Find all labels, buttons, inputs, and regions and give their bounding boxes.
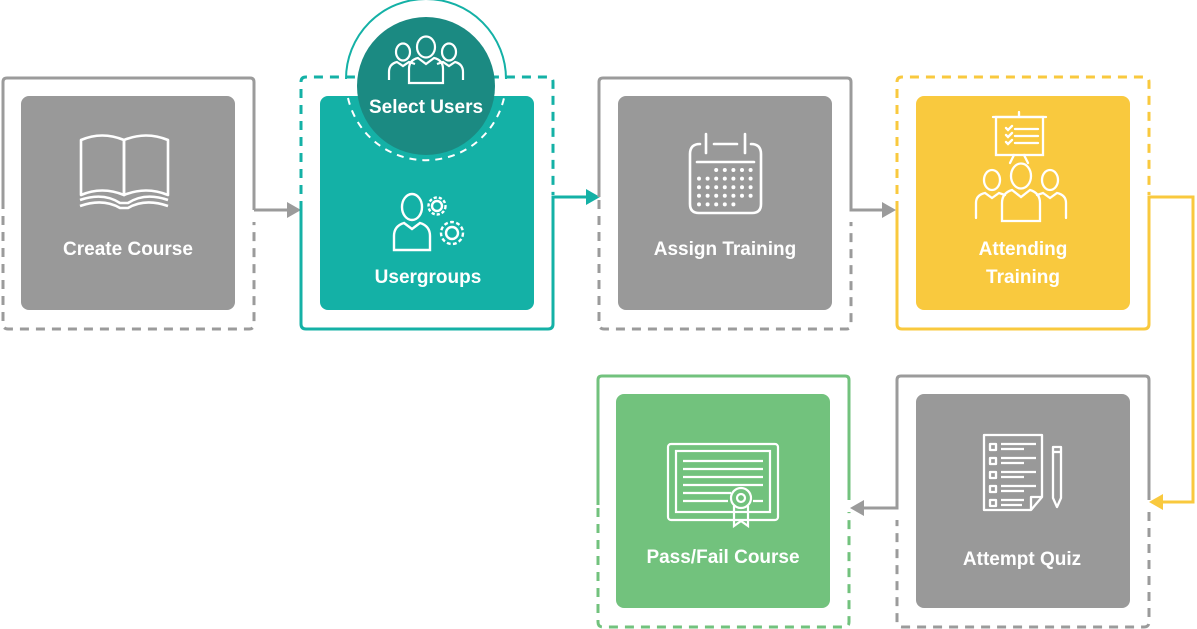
calendar-day-dot [705, 193, 710, 198]
frame-dashed [895, 75, 1151, 210]
open-book-icon [79, 134, 170, 210]
calendar-day-dot [740, 176, 744, 181]
calendar-day-dot [697, 176, 701, 181]
badge-dashed-ring [347, 97, 505, 162]
presentation-audience-icon [974, 110, 1068, 223]
step-label: Pass/Fail Course [646, 547, 799, 568]
step-usergroups[interactable]: Usergroups [299, 75, 590, 331]
arrow-head-icon [586, 189, 600, 205]
calendar-day-dot [731, 168, 736, 172]
frame-solid [299, 195, 590, 331]
arrow-head-icon [850, 500, 864, 516]
calendar-day-dot [697, 202, 701, 207]
calendar-day-dot [740, 193, 744, 198]
calendar-day-dot [748, 185, 753, 190]
step-label-line-2: Training [986, 267, 1060, 288]
calendar-day-dot [748, 168, 753, 172]
calendar-day-dot [731, 202, 736, 207]
select-users-badge[interactable]: Select Users [345, 0, 507, 162]
calendar-day-dot [705, 176, 710, 181]
badge-label: Select Users [369, 97, 483, 118]
calendar-day-dot [714, 185, 719, 190]
calendar-day-dot [705, 202, 710, 207]
arrow-head-icon [1149, 494, 1163, 510]
calendar-day-dot [714, 176, 719, 181]
arrow-head-icon [287, 202, 301, 218]
calendar-day-dot [705, 185, 710, 190]
calendar-day-dot [697, 185, 701, 190]
calendar-day-dot [731, 193, 736, 198]
step-label: Assign Training [654, 239, 797, 260]
user-gears-icon [392, 192, 465, 252]
badge-circle [357, 17, 495, 155]
calendar-day-dot [722, 176, 727, 181]
step-assign-training[interactable]: Assign Training [597, 76, 885, 331]
step-label: Usergroups [375, 267, 482, 288]
calendar-day-dot [714, 202, 719, 207]
calendar-day-dot [722, 168, 727, 172]
arrow-head-icon [882, 202, 896, 218]
calendar-day-dot [722, 193, 727, 198]
step-label-line-1: Attending [979, 239, 1068, 260]
step-attending-training[interactable]: Attending Training [895, 75, 1195, 504]
arrow-create-to-usergroups [254, 202, 301, 218]
user-group-icon [387, 35, 465, 85]
frame-solid [860, 374, 1151, 510]
calendar-day-dot [740, 168, 744, 172]
calendar-day-dot [714, 193, 719, 198]
calendar-day-dot [740, 185, 744, 190]
calendar-dots [697, 168, 753, 207]
badge-arc [345, 0, 507, 80]
step-attempt-quiz[interactable]: Attempt Quiz [860, 374, 1151, 629]
calendar-day-dot [722, 202, 727, 207]
calendar-day-dot [731, 176, 736, 181]
calendar-day-dot [731, 185, 736, 190]
calendar-day-dot [697, 193, 701, 198]
checklist-pencil-icon [982, 433, 1063, 512]
step-label: Create Course [63, 239, 193, 260]
calendar-day-dot [714, 168, 719, 172]
step-create-course[interactable]: Create Course [1, 76, 256, 331]
frame-solid [597, 76, 885, 212]
calendar-day-dot [722, 185, 727, 190]
calendar-icon [688, 132, 763, 215]
certificate-icon [666, 442, 780, 529]
frame-dashed [596, 508, 851, 629]
tile-attending-training [916, 96, 1130, 310]
frame-solid [596, 374, 851, 505]
calendar-day-dot [748, 176, 753, 181]
calendar-day-dot [748, 193, 753, 198]
frame-solid [895, 195, 1195, 504]
tile-usergroups [320, 96, 534, 310]
step-pass-fail-course[interactable]: Pass/Fail Course [596, 374, 851, 629]
step-label: Attempt Quiz [963, 549, 1081, 570]
frame-solid [1, 76, 256, 210]
